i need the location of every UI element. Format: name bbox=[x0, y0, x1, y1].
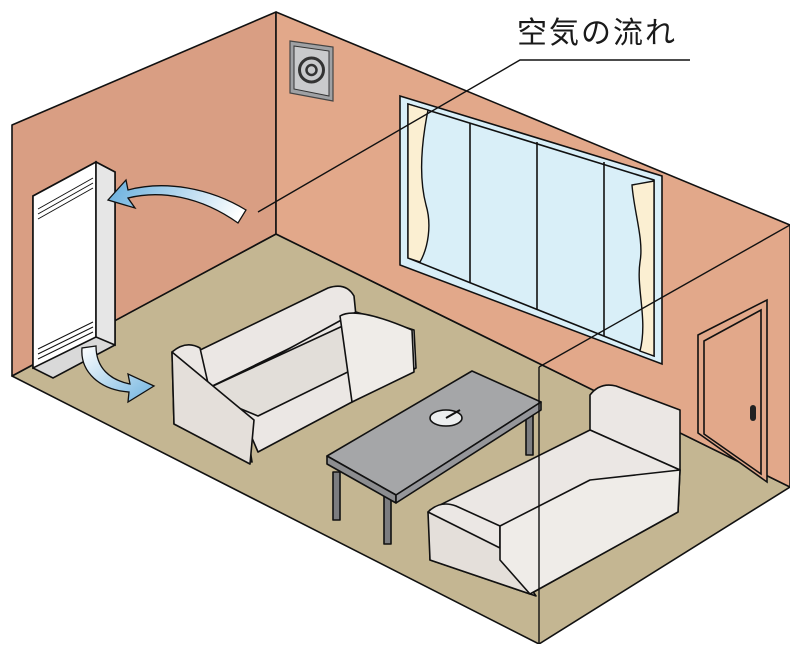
callout-leader-line bbox=[257, 59, 690, 213]
ventilation-fan-icon bbox=[289, 40, 334, 102]
curtain-left bbox=[407, 103, 430, 263]
wall-edge-line bbox=[538, 224, 790, 368]
airflow-label: 空気の流れ bbox=[517, 16, 677, 51]
air-conditioning-unit bbox=[32, 160, 116, 379]
door bbox=[697, 298, 768, 484]
sofa-right bbox=[427, 384, 681, 597]
coffee-table bbox=[326, 370, 542, 545]
airflow-arrow-icon bbox=[81, 345, 156, 404]
curtain-right bbox=[631, 180, 655, 357]
sofa-left bbox=[171, 285, 417, 465]
robot-vacuum-icon bbox=[429, 409, 463, 427]
airflow-arrow-icon bbox=[106, 178, 247, 224]
door-knob-icon bbox=[750, 405, 756, 421]
